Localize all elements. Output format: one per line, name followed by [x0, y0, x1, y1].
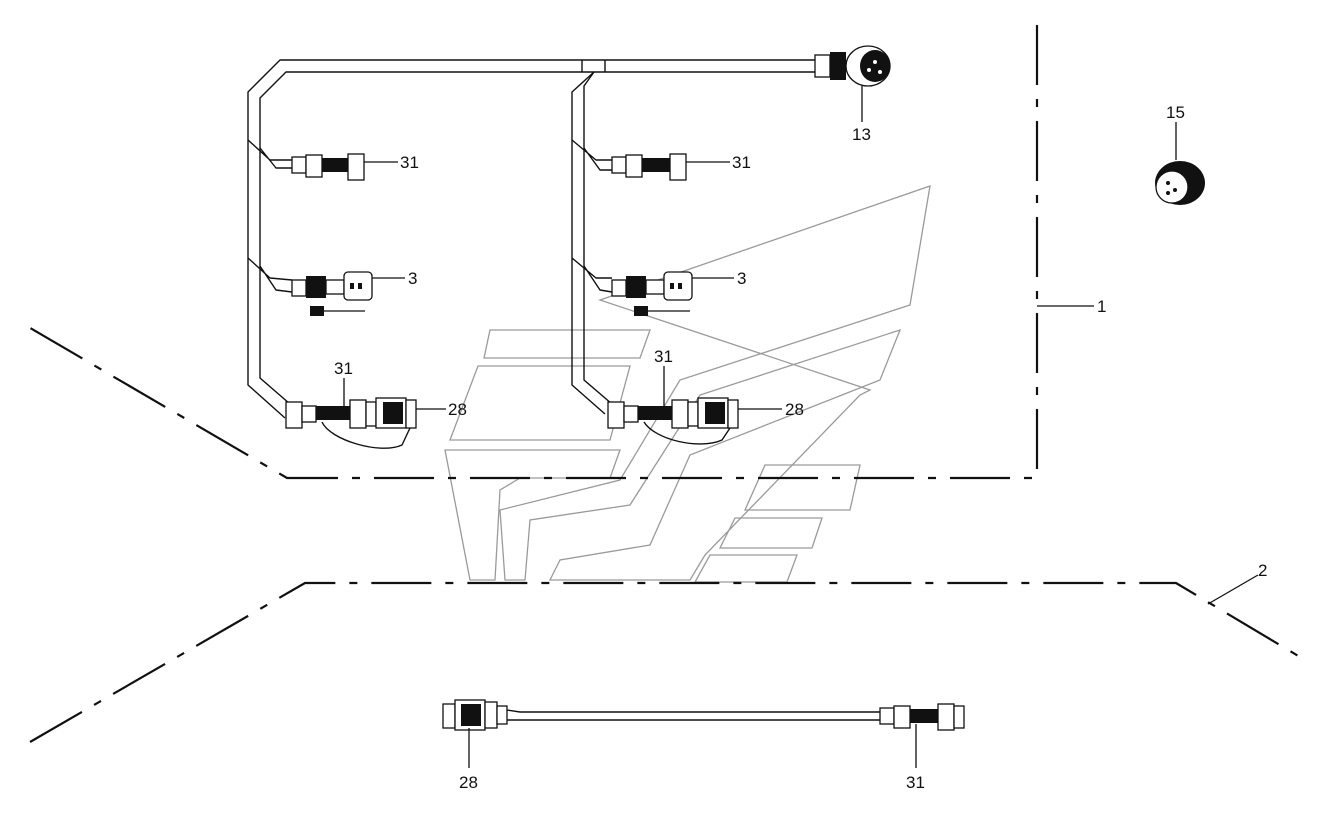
assembly-boundary-2 — [29, 581, 1306, 743]
callout-28-left: 28 — [448, 400, 467, 419]
round-connector-13 — [814, 45, 891, 122]
round-connector-15 — [1155, 122, 1205, 205]
connector-31-28-right — [607, 366, 782, 445]
main-harness — [247, 59, 815, 419]
callout-3-right: 3 — [737, 269, 746, 288]
callout-31-bottom: 31 — [906, 773, 925, 792]
callout-28-bottom: 28 — [459, 773, 478, 792]
callout-2: 2 — [1258, 561, 1267, 580]
assembly-boundary-1 — [24, 25, 1039, 480]
callout-13: 13 — [852, 125, 871, 144]
connector-31-right-top — [611, 153, 730, 181]
callout-31-left-top: 31 — [400, 153, 419, 172]
callout-15: 15 — [1166, 103, 1185, 122]
callout-1: 1 — [1097, 297, 1106, 316]
leader-2 — [1207, 574, 1259, 605]
callout-31-left-bottom: 31 — [334, 359, 353, 378]
callout-28-right: 28 — [785, 400, 804, 419]
callout-31-right-bottom: 31 — [654, 347, 673, 366]
connector-31-28-left — [285, 378, 446, 449]
watermark-logo — [444, 185, 931, 583]
callout-31-right-top: 31 — [732, 153, 751, 172]
connector-3-right — [611, 271, 734, 316]
connector-3-left — [291, 271, 405, 316]
extension-cable — [442, 699, 965, 768]
connector-31-left-top — [291, 153, 398, 181]
callout-3-left: 3 — [408, 269, 417, 288]
